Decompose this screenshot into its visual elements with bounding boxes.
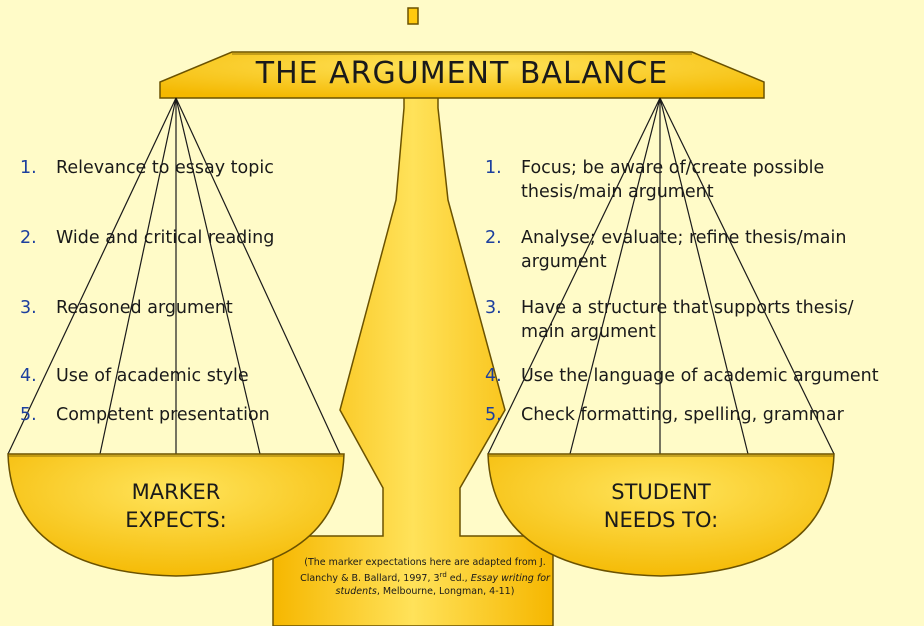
right-pan	[487, 453, 835, 577]
list-number: 5.	[20, 405, 37, 425]
list-number: 2.	[485, 228, 502, 248]
balance-knob	[407, 7, 419, 25]
list-text: Relevance to essay topic	[56, 158, 274, 178]
list-text: Reasoned argument	[56, 298, 233, 318]
list-text: Use of academic style	[56, 366, 249, 386]
list-text: Wide and critical reading	[56, 228, 275, 248]
balance-post	[272, 95, 554, 626]
left-pan	[7, 453, 345, 577]
list-number: 3.	[20, 298, 37, 318]
left-strings	[7, 97, 341, 455]
diagram-title: THE ARGUMENT BALANCE	[255, 56, 669, 91]
list-text: Have a structure that supports thesis/ma…	[521, 298, 854, 342]
right-strings	[487, 97, 835, 455]
list-text: Use the language of academic argument	[521, 366, 879, 386]
list-text: Competent presentation	[56, 405, 270, 425]
list-number: 5.	[485, 405, 502, 425]
list-number: 4.	[485, 366, 502, 386]
list-text: Check formatting, spelling, grammar	[521, 405, 844, 425]
list-number: 1.	[20, 158, 37, 178]
citation-note: (The marker expectations here are adapte…	[300, 557, 550, 598]
list-number: 3.	[485, 298, 502, 318]
balance-beam	[159, 51, 765, 99]
list-number: 1.	[485, 158, 502, 178]
list-number: 2.	[20, 228, 37, 248]
list-number: 4.	[20, 366, 37, 386]
